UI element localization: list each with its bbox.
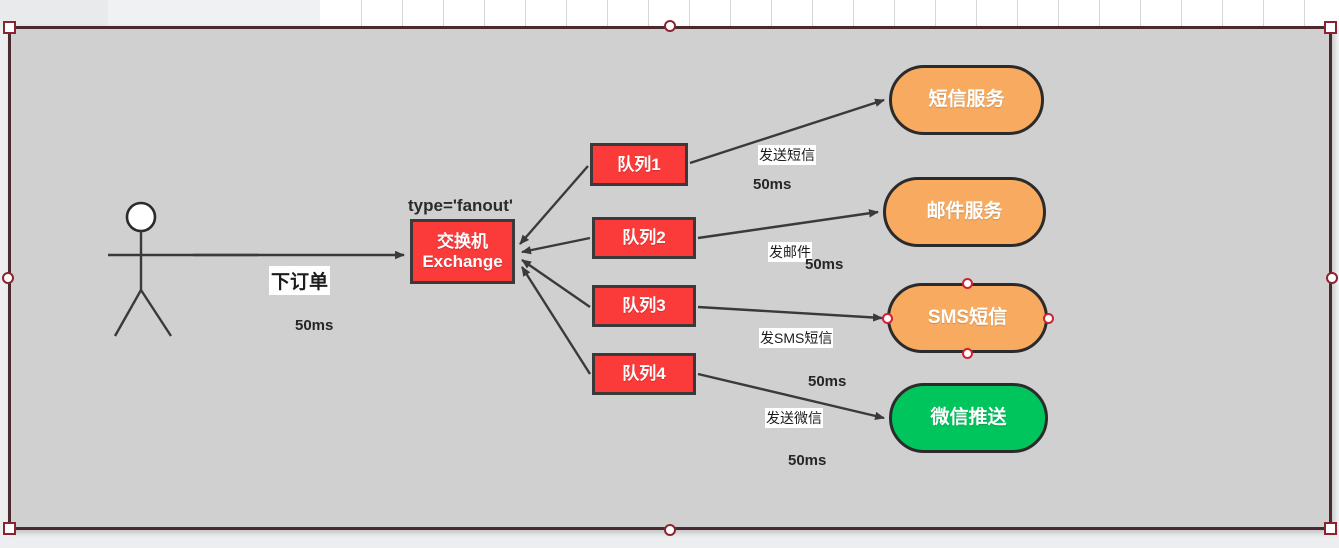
- page-handle-ne[interactable]: [1324, 21, 1337, 34]
- ruler-tick: [853, 0, 895, 26]
- ruler-tick: [771, 0, 813, 26]
- page-handle-e[interactable]: [1326, 272, 1338, 284]
- node-exchange[interactable]: 交换机 Exchange: [410, 219, 515, 284]
- ruler-tick: [730, 0, 772, 26]
- bottom-gutter: [0, 530, 1339, 548]
- page-handle-w[interactable]: [2, 272, 14, 284]
- node-queue-2[interactable]: 队列2: [592, 217, 696, 259]
- ruler-tick: [648, 0, 690, 26]
- canvas-area[interactable]: 交换机 Exchange type='fanout' 队列1 队列2 队列3 队…: [2, 20, 1338, 536]
- node-service-mail[interactable]: 邮件服务: [883, 177, 1046, 247]
- ruler-tick: [443, 0, 485, 26]
- page-handle-sw[interactable]: [3, 522, 16, 535]
- ruler-tick: [1017, 0, 1059, 26]
- ruler-corner: [0, 0, 109, 26]
- page-handle-n[interactable]: [664, 20, 676, 32]
- edge-label-send-sms: 发送短信: [758, 145, 816, 165]
- exchange-type-label: type='fanout': [408, 196, 513, 215]
- ruler-tick: [894, 0, 936, 26]
- ruler-tick: [525, 0, 567, 26]
- edge-latency-send-sms: 50ms: [753, 176, 792, 193]
- node-handle-south[interactable]: [962, 348, 973, 359]
- edge-label-send-sms2: 发SMS短信: [759, 328, 834, 348]
- ruler-tick: [1181, 0, 1223, 26]
- diagram-canvas[interactable]: [8, 26, 1332, 530]
- ruler-tick: [402, 0, 444, 26]
- ruler-tick: [935, 0, 977, 26]
- edge-label-send-wechat: 发送微信: [765, 408, 823, 428]
- page-handle-s[interactable]: [664, 524, 676, 536]
- ruler-tick: [689, 0, 731, 26]
- ruler-tick: [1140, 0, 1182, 26]
- left-gutter: [0, 26, 8, 548]
- diagram-connectors: [108, 98, 885, 421]
- edge-latency-order: 50ms: [295, 317, 334, 334]
- page-handle-se[interactable]: [1324, 522, 1337, 535]
- ruler-tick: [361, 0, 403, 26]
- edge-label-order: 下订单: [269, 266, 331, 295]
- exchange-label-cn: 交换机: [437, 231, 488, 251]
- node-service-sms[interactable]: 短信服务: [889, 65, 1044, 135]
- ruler-tick: [1222, 0, 1264, 26]
- ruler-pad: [108, 0, 320, 26]
- ruler-tick: [607, 0, 649, 26]
- node-service-sms2[interactable]: SMS短信: [887, 283, 1048, 353]
- ruler-tick: [566, 0, 608, 26]
- edge-latency-send-sms2: 50ms: [808, 373, 847, 390]
- exchange-label-en: Exchange: [422, 251, 503, 271]
- ruler-tick: [484, 0, 526, 26]
- node-handle-east[interactable]: [1043, 313, 1054, 324]
- edge-latency-send-wechat: 50ms: [788, 452, 827, 469]
- ruler-tick: [976, 0, 1018, 26]
- edge-latency-send-mail: 50ms: [805, 256, 844, 273]
- ruler-tick: [1058, 0, 1100, 26]
- ruler-tick: [812, 0, 854, 26]
- node-queue-4[interactable]: 队列4: [592, 353, 696, 395]
- node-queue-3[interactable]: 队列3: [592, 285, 696, 327]
- edge-label-send-mail: 发邮件: [768, 242, 812, 262]
- ruler-tick: [320, 0, 362, 26]
- ruler-tick: [1263, 0, 1305, 26]
- node-service-wechat[interactable]: 微信推送: [889, 383, 1048, 453]
- node-queue-1[interactable]: 队列1: [590, 143, 688, 186]
- page-handle-nw[interactable]: [3, 21, 16, 34]
- node-handle-west[interactable]: [882, 313, 893, 324]
- ruler-tick: [1099, 0, 1141, 26]
- node-handle-north[interactable]: [962, 278, 973, 289]
